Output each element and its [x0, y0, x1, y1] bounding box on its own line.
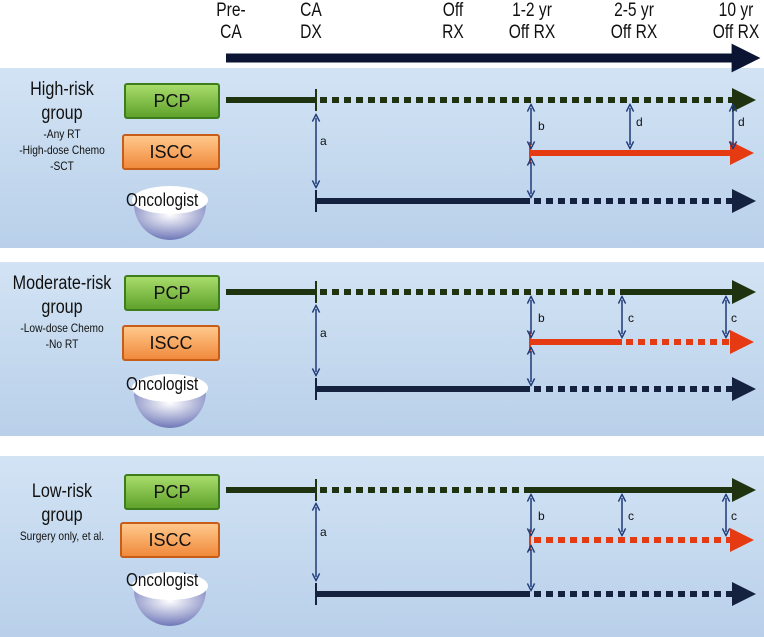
- high-label-d1: d: [636, 115, 643, 129]
- group-label-high-risk: High-risk group -Any RT -High-dose Chemo…: [19, 79, 105, 173]
- low-label-a: a: [320, 525, 327, 539]
- pcp-box-high: PCP: [124, 83, 220, 119]
- group-label-moderate-risk: Moderate-risk group -Low-dose Chemo -No …: [12, 273, 112, 351]
- oncologist-icon-low: [132, 572, 208, 626]
- high-label-a: a: [320, 134, 327, 148]
- header-pre-ca: Pre-CA: [216, 0, 246, 43]
- low-label-b: b: [538, 509, 545, 523]
- mod-label-a: a: [320, 326, 327, 340]
- low-label-c2: c: [731, 509, 737, 523]
- oncologist-icon-high: [132, 186, 208, 240]
- oncologist-icon-moderate: [132, 374, 208, 428]
- iscc-box-low: ISCC: [120, 522, 220, 558]
- oncologist-label-high: Oncologist: [126, 190, 199, 210]
- iscc-box-moderate: ISCC: [122, 325, 220, 361]
- high-label-d2: d: [738, 115, 745, 129]
- mod-label-c2: c: [731, 311, 737, 325]
- mod-label-c1: c: [628, 311, 634, 325]
- mod-label-b: b: [538, 311, 545, 325]
- oncologist-label-low: Oncologist: [126, 570, 199, 590]
- high-label-b: b: [538, 119, 545, 133]
- pcp-box-moderate: PCP: [124, 275, 220, 311]
- oncologist-label-moderate: Oncologist: [126, 374, 199, 394]
- group-label-low-risk: Low-risk group Surgery only, et al.: [19, 481, 105, 543]
- iscc-box-high: ISCC: [122, 134, 220, 170]
- low-label-c1: c: [628, 509, 634, 523]
- pcp-box-low: PCP: [124, 474, 220, 510]
